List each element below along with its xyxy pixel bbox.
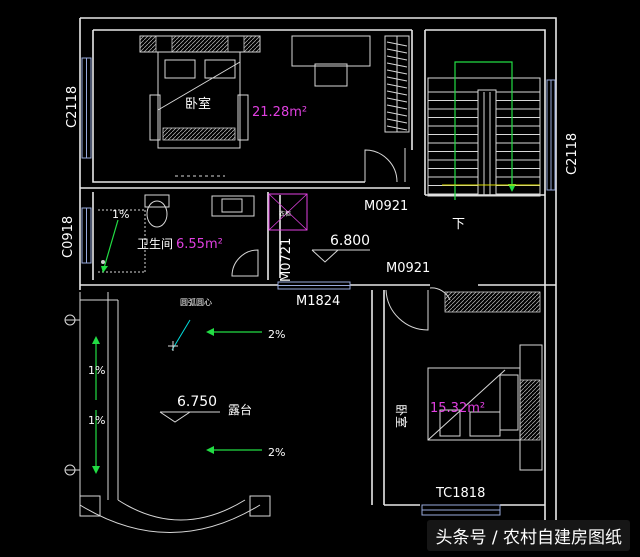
window-label-left-mid: C0918	[61, 216, 76, 258]
slope-terrace-1: 1%	[88, 364, 105, 377]
watermark: 头条号 / 农村自建房图纸	[427, 520, 630, 551]
text-labels: 卧室 21.28m² 卫生间 6.55m² 露台 卧室 15.32m² C211…	[61, 86, 580, 501]
windows	[81, 57, 556, 516]
terrace-note: 圆弧圆心	[180, 297, 212, 307]
room-area-bedroom-top: 21.28m²	[252, 105, 307, 120]
bedroom-top-furniture	[139, 35, 410, 177]
room-name-terrace: 露台	[228, 402, 252, 417]
window-label-left-top: C2118	[65, 86, 80, 128]
level-terrace: 6.750	[177, 394, 217, 410]
door-label-m0721: M0721	[279, 238, 294, 282]
room-name-bathroom: 卫生间	[137, 237, 173, 251]
outer-walls	[79, 17, 557, 520]
window-label-right: C2118	[565, 133, 580, 175]
cabinet-note: 衣柜	[279, 210, 291, 218]
terrace	[64, 292, 271, 533]
room-area-bathroom: 6.55m²	[176, 237, 223, 252]
room-name-bedroom-bottom: 卧室	[394, 404, 409, 428]
door-label-m1824: M1824	[296, 294, 340, 309]
bathroom-fixtures	[98, 194, 255, 273]
door-label-m0921-mid: M0921	[386, 261, 430, 276]
cabinet-shaft	[268, 193, 308, 231]
room-area-bedroom-bottom: 15.32m²	[430, 401, 485, 416]
stair-down-label: 下	[452, 217, 465, 232]
slope-terrace-2: 1%	[88, 414, 105, 427]
staircase	[427, 61, 541, 200]
slope-2pct-1: 2%	[268, 328, 285, 341]
room-name-bedroom-top: 卧室	[185, 96, 211, 112]
slope-2pct-2: 2%	[268, 446, 285, 459]
bedroom-bottom-furniture	[427, 291, 543, 471]
window-label-bottom: TC1818	[435, 486, 485, 501]
level-markers	[311, 249, 370, 263]
slope-bathroom: 1%	[112, 208, 129, 221]
door-label-m0921-top: M0921	[364, 199, 408, 214]
level-hall: 6.800	[330, 233, 370, 249]
